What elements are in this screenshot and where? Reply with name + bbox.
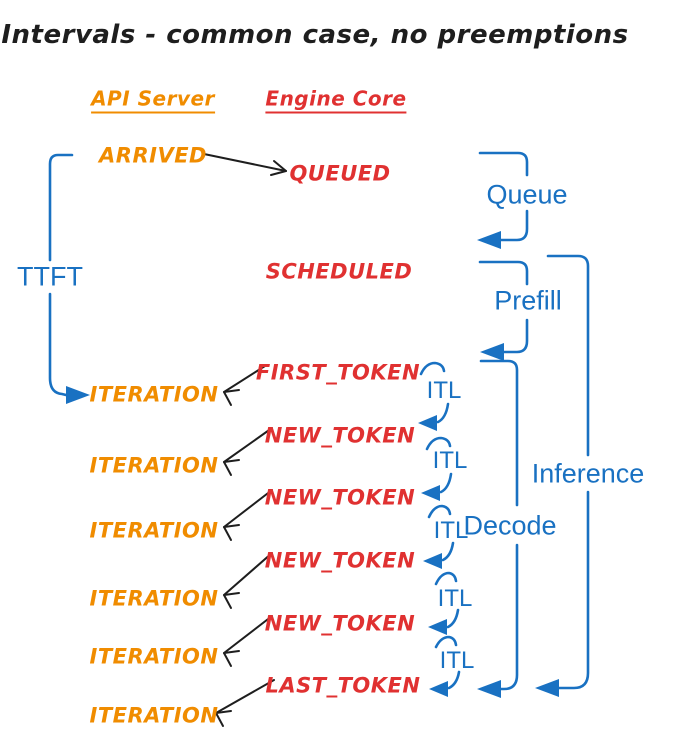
prefill-arrowhead-icon — [480, 343, 504, 361]
prefill-bracket-top — [478, 260, 529, 286]
itl-3-tick — [427, 504, 452, 519]
queue-bracket-bottom — [499, 209, 529, 242]
inference-arrowhead-icon — [535, 679, 559, 697]
prefill-bracket-bottom — [502, 318, 529, 354]
itl-2-tail — [439, 472, 453, 494]
event-new-token-4: NEW_TOKEN — [264, 611, 416, 636]
event-new-token-2: NEW_TOKEN — [264, 485, 416, 510]
itl-bracket-4 — [428, 571, 460, 635]
interval-label-ttft: TTFT — [17, 261, 83, 292]
arrow-head-icon — [223, 389, 240, 406]
column-header-api-server: API Server — [91, 89, 215, 114]
event-new-token-1: NEW_TOKEN — [264, 423, 416, 448]
decode-bracket — [477, 359, 519, 698]
itl-4-arrowhead-icon — [428, 619, 447, 635]
itl-1-tick — [419, 361, 446, 376]
arrow-new-token-2-to-iteration — [223, 489, 273, 541]
arrow-arrived-to-queued — [203, 153, 287, 176]
prefill-bracket — [478, 260, 529, 361]
event-iteration-2: ITERATION — [89, 453, 219, 478]
arrow-shaft — [203, 153, 287, 172]
interval-label-queue: Queue — [486, 179, 568, 210]
ttft-bracket — [48, 153, 90, 404]
page-title: Intervals - common case, no preemptions — [1, 20, 629, 50]
event-iteration-6: ITERATION — [89, 703, 219, 728]
interval-label-itl-4: ITL — [437, 585, 473, 612]
interval-label-itl-2: ITL — [432, 447, 468, 474]
arrow-head-icon — [223, 524, 240, 541]
interval-label-itl-3: ITL — [433, 517, 469, 544]
interval-label-itl-5: ITL — [439, 647, 475, 674]
arrow-head-icon — [223, 650, 240, 667]
itl-bracket-2 — [421, 436, 453, 501]
event-iteration-5: ITERATION — [89, 644, 219, 669]
arrow-last-token-to-iteration — [215, 679, 275, 727]
inference-bracket-bottom — [557, 490, 590, 690]
arrow-shaft — [223, 552, 273, 596]
queue-bracket-top — [478, 151, 529, 177]
interval-label-decode: Decode — [463, 510, 557, 541]
itl-4-tail — [446, 608, 460, 629]
itl-2-arrowhead-icon — [421, 485, 440, 501]
arrow-new-token-4-to-iteration — [223, 615, 273, 667]
event-first-token: FIRST_TOKEN — [255, 360, 421, 385]
event-iteration-3: ITERATION — [89, 518, 219, 543]
itl-1-tail — [436, 402, 450, 424]
arrow-new-token-3-to-iteration — [223, 552, 273, 609]
itl-5-arrowhead-icon — [429, 681, 448, 697]
ttft-arrowhead-icon — [66, 386, 90, 404]
itl-bracket-1 — [418, 361, 450, 431]
ttft-bracket-bottom — [48, 292, 68, 397]
arrow-head-icon — [215, 710, 232, 727]
itl-4-tick — [434, 571, 458, 586]
itl-5-tail — [447, 670, 461, 690]
queue-bracket — [477, 151, 529, 249]
inference-bracket — [535, 254, 590, 697]
interval-label-inference: Inference — [531, 458, 645, 489]
event-new-token-3: NEW_TOKEN — [264, 548, 416, 573]
event-iteration-4: ITERATION — [89, 586, 219, 611]
itl-5-tick — [434, 635, 458, 649]
itl-3-arrowhead-icon — [423, 553, 442, 569]
arrow-shaft — [223, 615, 273, 654]
event-scheduled: SCHEDULED — [265, 259, 413, 284]
event-iteration-1: ITERATION — [89, 382, 219, 407]
decode-arrowhead-icon — [477, 680, 501, 698]
interval-label-prefill: Prefill — [494, 285, 562, 316]
itl-3-tail — [441, 541, 455, 562]
ttft-bracket-top — [48, 153, 74, 262]
decode-bracket-bottom — [499, 543, 519, 691]
arrow-new-token-1-to-iteration — [223, 427, 273, 476]
arrow-head-icon — [270, 160, 287, 176]
event-arrived: ARRIVED — [99, 143, 207, 168]
arrow-head-icon — [223, 592, 240, 609]
arrow-shaft — [223, 427, 273, 463]
itl-2-tick — [425, 436, 452, 451]
arrow-first-token-to-iteration — [223, 365, 266, 406]
event-last-token: LAST_TOKEN — [265, 673, 421, 698]
arrow-shaft — [223, 365, 266, 393]
queue-arrowhead-icon — [477, 231, 501, 249]
arrow-shaft — [223, 489, 273, 528]
arrow-head-icon — [223, 459, 240, 476]
event-queued: QUEUED — [289, 161, 391, 186]
interval-label-itl-1: ITL — [426, 377, 462, 404]
decode-bracket-top — [479, 359, 519, 507]
column-header-engine-core: Engine Core — [265, 89, 407, 114]
inference-bracket-top — [546, 254, 590, 457]
itl-bracket-5 — [429, 635, 461, 697]
arrow-shaft — [215, 679, 275, 714]
itl-1-arrowhead-icon — [418, 415, 437, 431]
itl-bracket-3 — [423, 504, 455, 569]
